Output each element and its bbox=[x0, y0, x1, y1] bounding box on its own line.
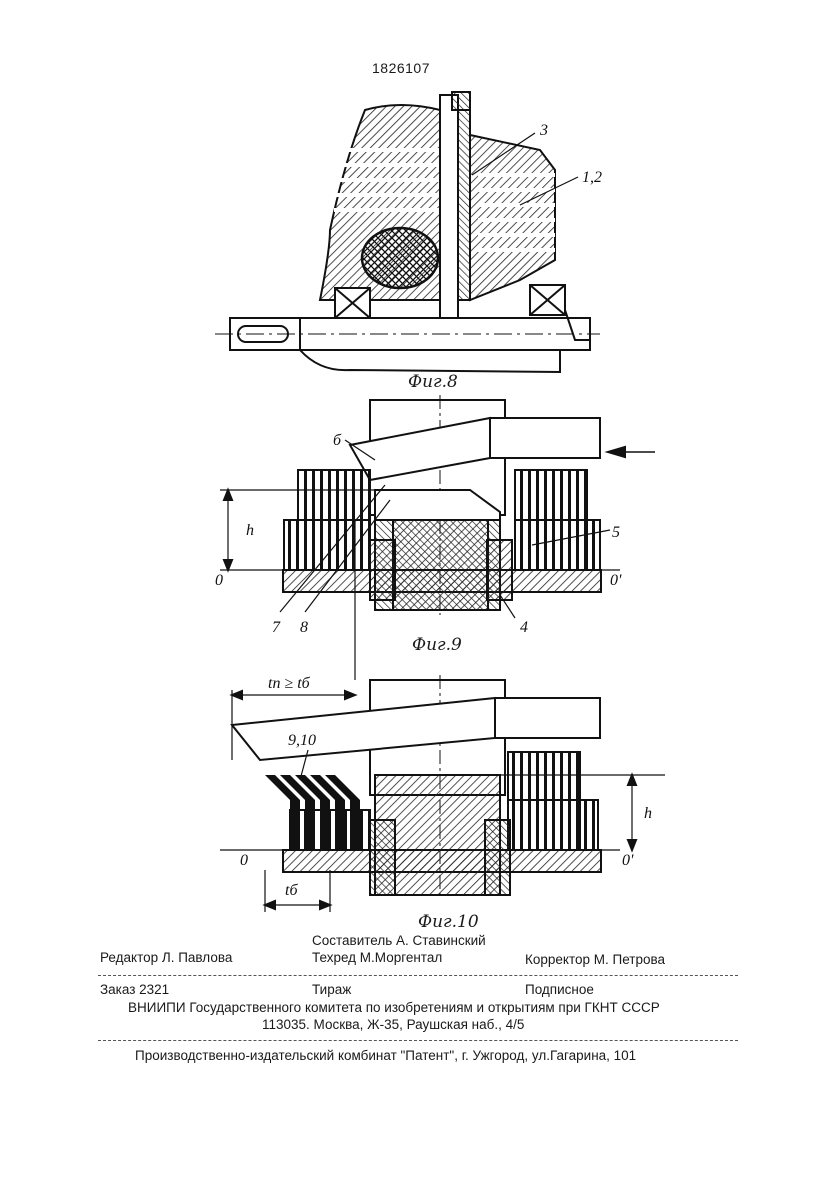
fig9-label-7: 7 bbox=[272, 619, 281, 636]
fig9-label-4: 4 bbox=[520, 619, 528, 636]
fig10-label-910: 9,10 bbox=[288, 732, 316, 749]
institute: ВНИИПИ Государственного комитета по изоб… bbox=[128, 1000, 660, 1015]
fig9-caption: Фиг.9 bbox=[412, 635, 462, 655]
fig9-label-8: 8 bbox=[300, 619, 308, 636]
fig10-label-o: 0 bbox=[240, 852, 248, 869]
fig9-label-o-prime: 0' bbox=[610, 572, 622, 589]
fig10-label-h: h bbox=[644, 805, 652, 822]
address: 113035. Москва, Ж-35, Раушская наб., 4/5 bbox=[262, 1017, 525, 1032]
fig9-label-6: б bbox=[333, 432, 342, 449]
fig8-caption: Фиг.8 bbox=[408, 372, 458, 392]
fig9-label-o: 0 bbox=[215, 572, 223, 589]
divider-bottom bbox=[98, 1040, 738, 1041]
circulation: Тираж bbox=[312, 982, 352, 997]
divider-top bbox=[98, 975, 738, 976]
fig9-label-5: 5 bbox=[612, 524, 620, 541]
fig10-label-tb: tб bbox=[285, 882, 298, 899]
fig10-label-o-prime: 0' bbox=[622, 852, 634, 869]
order-number: Заказ 2321 bbox=[100, 982, 170, 997]
fig10-label-tn: tп ≥ tб bbox=[268, 675, 311, 692]
fig8-label-12: 1,2 bbox=[582, 169, 602, 186]
patent-number: 1826107 bbox=[372, 60, 431, 76]
subscription: Подписное bbox=[525, 982, 594, 997]
fig9-drawing bbox=[220, 395, 655, 680]
fig10-caption: Фиг.10 bbox=[418, 912, 479, 932]
techred: Техред М.Моргентал bbox=[312, 950, 443, 965]
corrector: Корректор М. Петрова bbox=[525, 952, 665, 967]
fig8-drawing bbox=[215, 91, 600, 374]
fig8-label-3: 3 bbox=[539, 122, 548, 139]
fig9-label-h: h bbox=[246, 522, 254, 539]
fig10-drawing bbox=[220, 675, 665, 912]
printer: Производственно-издательский комбинат "П… bbox=[135, 1048, 637, 1063]
editor: Редактор Л. Павлова bbox=[100, 950, 233, 965]
compiler: Составитель А. Ставинский bbox=[312, 933, 486, 948]
